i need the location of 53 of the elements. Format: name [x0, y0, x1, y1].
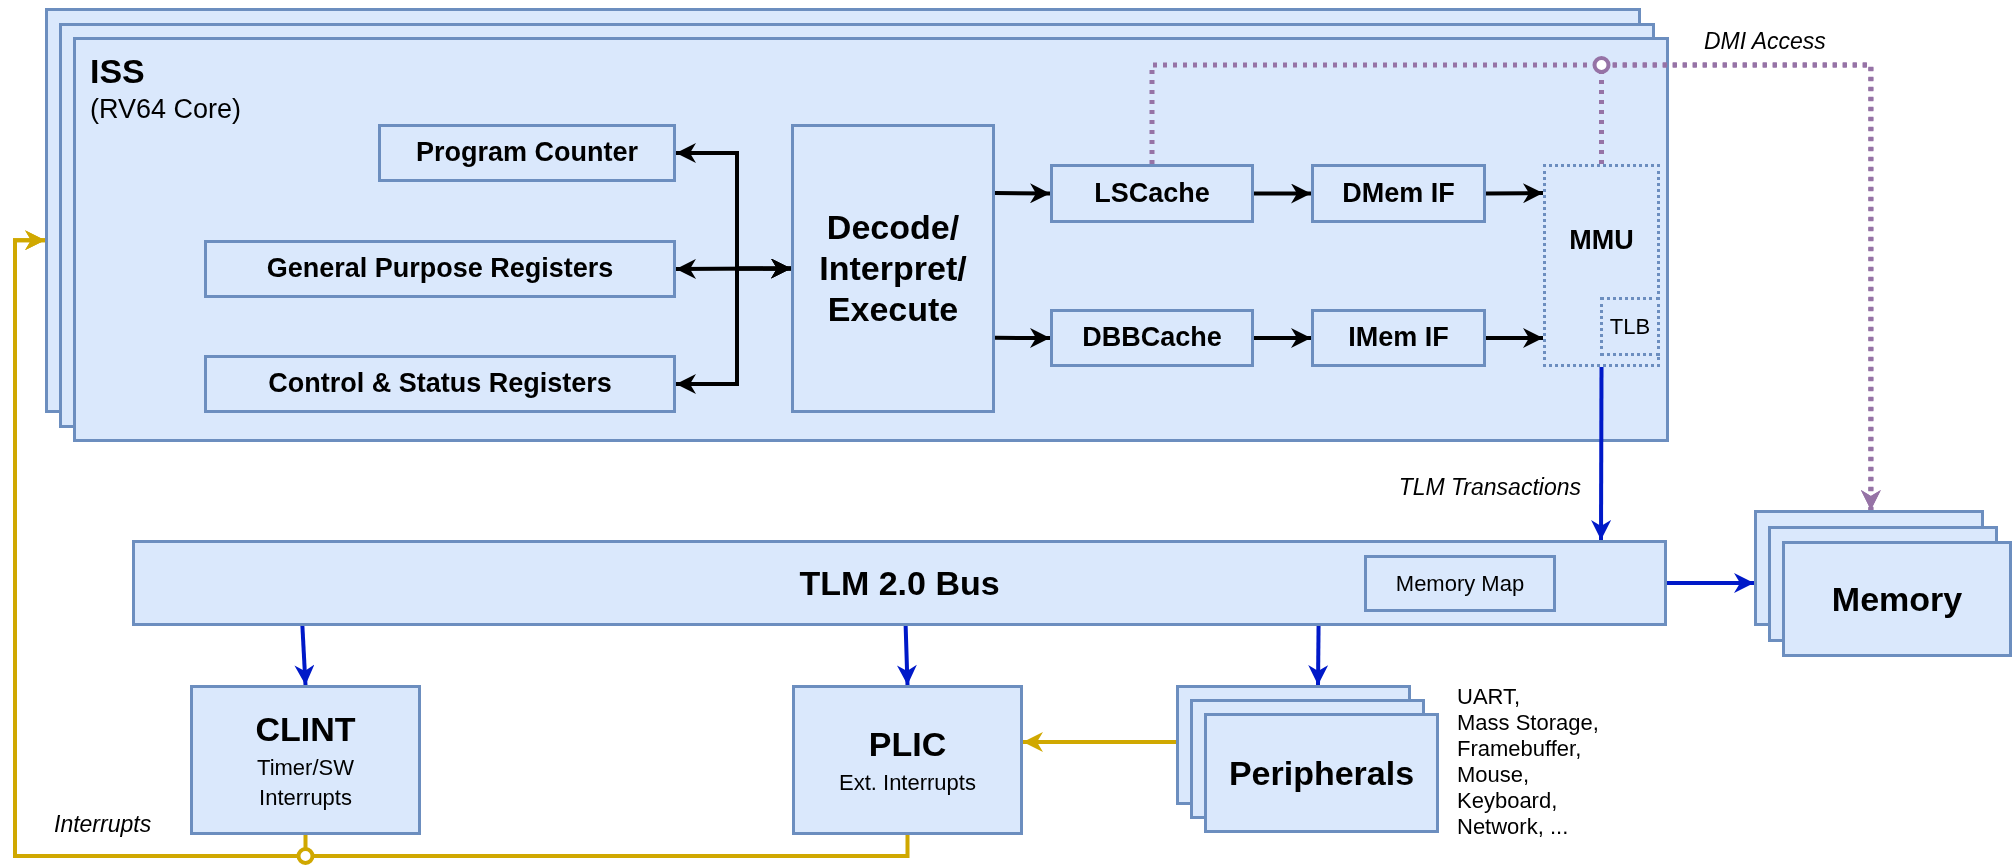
arrow [676, 258, 791, 394]
box-subtitle: Timer/SW Interrupts [256, 754, 355, 812]
arrow [1023, 732, 1176, 752]
core-panel [73, 37, 1669, 442]
box-title: TLM 2.0 Bus [799, 562, 1000, 604]
arrow [1486, 183, 1543, 204]
box-title: LSCache [1094, 176, 1210, 210]
box-subtitle: (RV64 Core) [90, 92, 242, 126]
arrow [1486, 328, 1543, 348]
arrow [995, 327, 1050, 348]
arrow [995, 183, 1050, 204]
box-title: ISS [90, 51, 145, 92]
dotted-arrow [1599, 62, 1881, 510]
box-title: DBBCache [1082, 321, 1222, 355]
controller-box [190, 685, 421, 835]
mmu-box [1543, 164, 1660, 367]
box-title: IMem IF [1348, 321, 1449, 355]
box-title: PLIC [868, 724, 947, 766]
arrow [1667, 573, 1754, 594]
interface-box [1311, 309, 1486, 367]
box-title: General Purpose Registers [266, 252, 614, 286]
memory-box [1782, 541, 2012, 657]
peripheral-box [1204, 713, 1439, 833]
box-title: Peripherals [1228, 752, 1415, 794]
arrow [896, 625, 917, 686]
cache-box [1050, 309, 1254, 367]
box-title: Memory [1831, 578, 1963, 620]
box-title: Decode/ Interpret/ Execute [818, 207, 968, 330]
box-title: CLINT [255, 709, 356, 751]
box-title: Program Counter [416, 136, 638, 170]
register-box [378, 124, 676, 182]
memory-map-box [1364, 555, 1556, 612]
box-title: Control & Status Registers [268, 367, 612, 401]
arrow [13, 230, 910, 858]
interface-box [1311, 164, 1486, 223]
arrow [1591, 367, 1612, 540]
process-box [791, 124, 995, 413]
box-title: Memory Map [1395, 569, 1525, 598]
box-title: DMem IF [1342, 176, 1455, 210]
box-title: TLB [1609, 312, 1651, 341]
arrow [1254, 328, 1311, 348]
arrow [294, 625, 315, 686]
register-box [204, 355, 676, 413]
tlb-box [1600, 297, 1660, 356]
box-subtitle: Ext. Interrupts [839, 769, 976, 798]
register-box [204, 240, 676, 298]
box-title: MMU [1569, 223, 1634, 257]
arrow [1308, 625, 1329, 686]
controller-box [792, 685, 1023, 835]
bus-bar [132, 540, 1667, 626]
cache-box [1050, 164, 1254, 223]
arrow [1254, 183, 1311, 204]
peripheral-list: UART, Mass Storage, Framebuffer, Mouse, Keyboard, Network, ... [1457, 684, 1637, 840]
